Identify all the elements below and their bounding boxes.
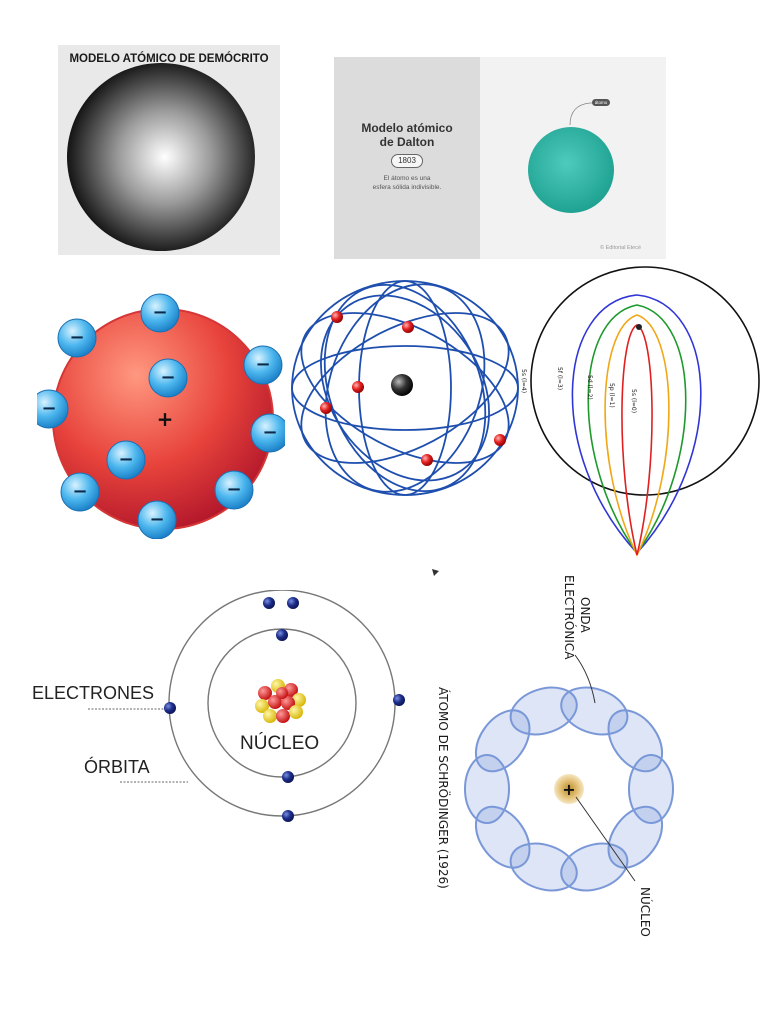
rutherford-electrons [320,311,506,466]
dalton-title-1: Modelo atómico [361,121,453,135]
wave-lobe [607,709,664,773]
thomson-minus-sign: − [118,449,133,470]
dalton-desc-1: El átomo es una [383,175,431,182]
sommerfeld-label-5: 5s (l=0) [630,389,637,414]
orbit-lines [291,280,519,496]
wave-lobe [607,805,664,869]
dalton-tag: átomo [594,100,608,105]
thomson-electron [60,472,100,512]
schrodinger-nucleus-label: NÚCLEO [638,887,652,937]
democrito-panel: MODELO ATÓMICO DE DEMÓCRITO [58,45,280,255]
thomson-electron [250,413,285,453]
thomson-figure: − − − − − − − − − − + [37,293,285,539]
sommerfeld-figure [530,266,760,557]
bohr-panel: ELECTRONES ÓRBITA NÚCLEO [20,590,420,830]
democrito-sphere [67,63,255,251]
dalton-sphere [528,127,614,213]
dalton-tag-box [592,99,610,106]
stray-mark [432,569,439,576]
thomson-electron [37,389,69,429]
sommerfeld-nucleus [636,324,642,330]
thomson-minus-sign: − [149,509,164,530]
thomson-minus-sign: − [255,354,270,375]
dalton-figure [528,99,614,213]
rutherford-figure [291,280,519,496]
thomson-electron [214,470,254,510]
schrodinger-nucleus [554,774,584,804]
wave-lobe [560,842,629,892]
thomson-minus-sign: − [152,302,167,323]
sommerfeld-orbit-d [587,304,687,555]
sommerfeld-label-2: 5f (l=3) [556,367,563,391]
thomson-minus-sign: − [262,422,277,443]
bohr-orbit-label: ÓRBITA [84,757,150,777]
rutherford-panel [288,275,524,525]
wave-label-1: ONDA [578,597,592,633]
wave-lobe [628,754,674,824]
dalton-panel: Modelo atómico de Dalton 1803 El átomo e… [334,57,666,259]
thomson-electron [57,318,97,358]
thomson-plus: + [157,407,174,431]
sommerfeld-label-4: 5p (l=1) [608,383,615,408]
democrito-sphere-figure [67,63,255,251]
wave-lobe [560,686,629,736]
dalton-year-badge: 1803 [391,154,423,168]
bohr-electrons [164,597,405,822]
wave-lobe [464,754,510,824]
bohr-electrons-label: ELECTRONES [32,683,155,703]
dalton-title-2: de Dalton [379,135,435,149]
dalton-credit: © Editorial Etecé [600,245,642,251]
dalton-desc-2: esfera sólida indivisible. [372,184,442,191]
thomson-minus-sign: − [69,327,84,348]
thomson-electron [243,345,283,385]
sommerfeld-orbit-f [571,294,702,555]
electron-wave [464,686,674,892]
sommerfeld-label-3: 5d (l=2) [586,375,593,400]
schrodinger-plus: + [562,780,575,799]
nucleus-pointer [575,796,636,882]
thomson-electron [140,293,180,333]
schrodinger-panel: + ÁTOMO DE SCHRÖDINGER (1926) ONDA ELECT… [430,575,710,945]
schrodinger-title: ÁTOMO DE SCHRÖDINGER (1926) [436,687,450,889]
thomson-minus-sign: − [72,481,87,502]
schrodinger-figure: + [464,654,674,892]
thomson-electron [137,500,177,539]
thomson-minus-sign: − [226,479,241,500]
rutherford-nucleus [391,374,413,396]
thomson-minus-sign: − [160,367,175,388]
sommerfeld-outer-orbit [530,266,760,496]
wave-label-2: ELECTRÓNICA [562,575,576,660]
bohr-figure [88,590,405,822]
wave-lobe [509,686,578,736]
bohr-nucleus [255,679,306,723]
thomson-electron [148,358,188,398]
wave-pointer [574,654,596,704]
sommerfeld-label-1: 5s (l=4) [520,369,527,394]
sommerfeld-panel: 5s (l=4) 5f (l=3) 5d (l=2) 5p (l=1) 5s (… [520,263,763,559]
thomson-minus-sign: − [41,398,56,419]
bohr-nucleus-label: NÚCLEO [240,733,320,754]
thomson-panel: − − − − − − − − − − + [37,283,285,539]
wave-lobe [509,842,578,892]
wave-lobe [474,709,531,773]
sommerfeld-orbit-s [621,324,653,556]
dalton-tag-line [569,102,596,126]
sommerfeld-orbit-p [604,314,670,557]
democrito-title: MODELO ATÓMICO DE DEMÓCRITO [69,53,269,65]
thomson-electron [106,440,146,480]
